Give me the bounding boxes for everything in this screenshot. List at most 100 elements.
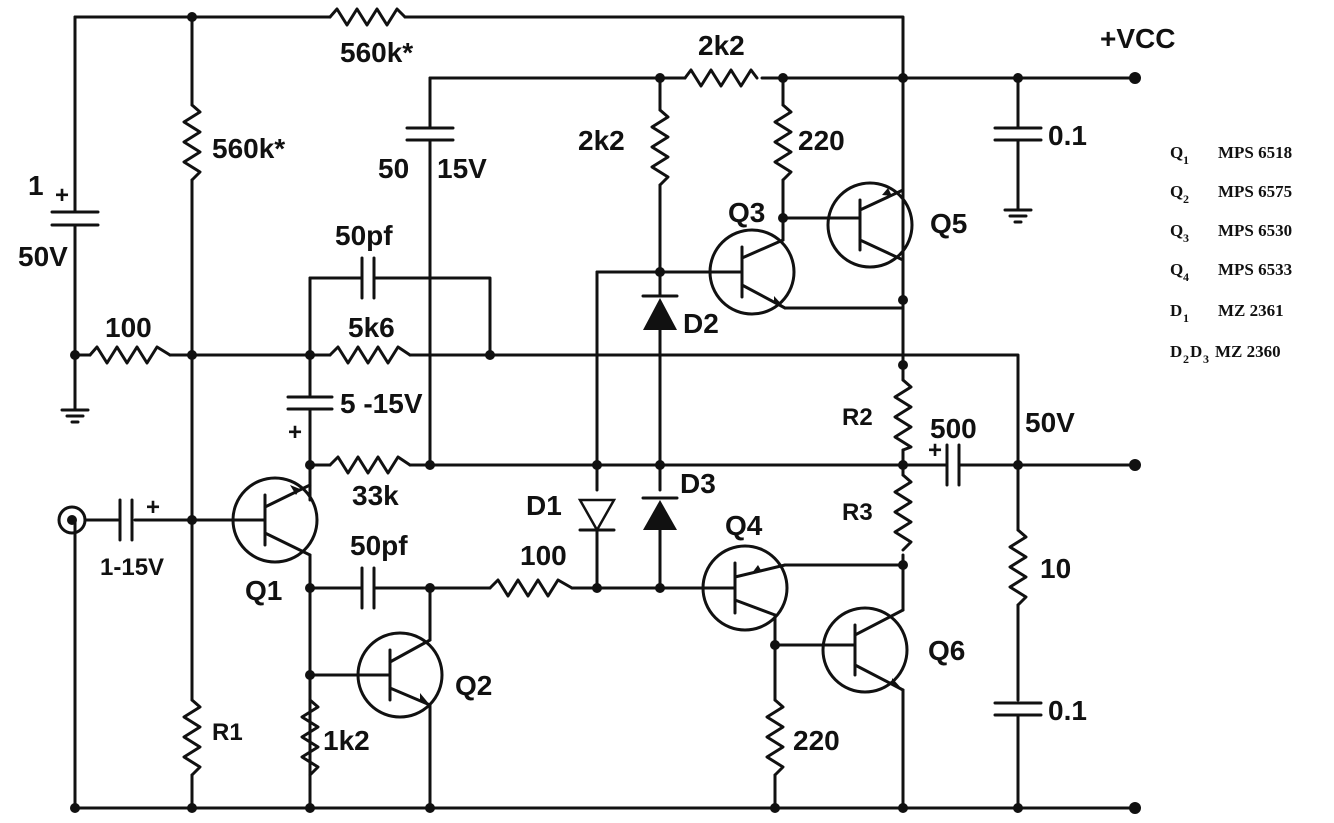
transistor-q1	[231, 476, 319, 564]
svg-text:Q: Q	[1170, 221, 1183, 240]
q2-label: Q2	[455, 670, 492, 701]
svg-text:2: 2	[1183, 352, 1189, 366]
q4-label: Q4	[725, 510, 763, 541]
r-100-mid-label: 100	[520, 540, 567, 571]
svg-text:+: +	[55, 182, 69, 209]
r-100-in-label: 100	[105, 312, 152, 343]
q1-label: Q1	[245, 575, 282, 606]
svg-text:Q: Q	[1170, 260, 1183, 279]
resistor-33k	[328, 455, 412, 475]
svg-text:+: +	[288, 419, 302, 446]
capacitor-50-15v	[405, 126, 455, 142]
transistor-q2	[356, 631, 444, 719]
resistor-560k-top	[328, 7, 407, 27]
svg-text:MZ 2361: MZ 2361	[1218, 301, 1284, 320]
c-5-15v-label: 5 -15V	[340, 388, 423, 419]
diode-d2	[641, 294, 679, 330]
c-bypass-top-label: 0.1	[1048, 120, 1087, 151]
svg-text:D: D	[1170, 301, 1182, 320]
r-2k2-top-label: 2k2	[698, 30, 745, 61]
input-jack-icon	[57, 505, 87, 535]
capacitor-50pf-top	[348, 256, 387, 300]
legend-row-d1: D 1 MZ 2361	[1170, 301, 1284, 325]
d2-label: D2	[683, 308, 719, 339]
svg-text:1: 1	[1183, 153, 1189, 167]
r-r3-label: R3	[842, 499, 873, 526]
r-560k-top-label: 560k*	[340, 37, 413, 68]
c-input-label: 1-15V	[100, 554, 164, 581]
svg-text:MPS 6530: MPS 6530	[1218, 221, 1292, 240]
resistor-2k2-top	[683, 68, 759, 88]
resistor-5k6	[328, 345, 412, 365]
svg-text:MPS 6575: MPS 6575	[1218, 182, 1292, 201]
svg-text:+: +	[146, 494, 160, 521]
svg-text:MZ 2360: MZ 2360	[1215, 342, 1281, 361]
resistor-r3	[893, 473, 913, 552]
svg-text:3: 3	[1183, 231, 1189, 245]
legend-row-q1: Q 1 MPS 6518	[1170, 143, 1292, 167]
capacitor-input	[118, 498, 134, 542]
parts-legend: Q 1 MPS 6518 Q 2 MPS 6575 Q 3 MPS 6530 Q…	[1170, 143, 1292, 366]
r-33k-label: 33k	[352, 480, 399, 511]
capacitor-5-15v	[286, 395, 334, 411]
svg-text:MPS 6518: MPS 6518	[1218, 143, 1292, 162]
resistor-10	[1008, 528, 1028, 607]
r-10-label: 10	[1040, 553, 1071, 584]
svg-text:D: D	[1190, 342, 1202, 361]
c-50-label: 50	[378, 153, 409, 184]
svg-text:Q: Q	[1170, 182, 1183, 201]
resistor-r1	[182, 698, 202, 777]
d3-label: D3	[680, 468, 716, 499]
r-r1-label: R1	[212, 719, 243, 746]
resistor-560k-bias	[182, 103, 202, 182]
capacitors: + + + +	[50, 126, 1043, 717]
r-5k6-label: 5k6	[348, 312, 395, 343]
c-50-voltage-label: 15V	[437, 153, 487, 184]
capacitor-bypass-bot	[993, 701, 1043, 717]
c-500-label: 500	[930, 413, 977, 444]
svg-text:D: D	[1170, 342, 1182, 361]
r-1k2-label: 1k2	[323, 725, 370, 756]
r-220-bot-label: 220	[793, 725, 840, 756]
vcc-label: +VCC	[1100, 23, 1175, 54]
resistor-220-bot	[765, 698, 785, 777]
legend-row-q4: Q 4 MPS 6533	[1170, 260, 1292, 284]
ground-left	[60, 408, 90, 424]
svg-text:2: 2	[1183, 192, 1189, 206]
c-1-voltage-label: 50V	[18, 241, 68, 272]
c-1-label: 1	[28, 170, 44, 201]
r-2k2-left-label: 2k2	[578, 125, 625, 156]
junction-dots	[70, 12, 1141, 814]
ground-right	[1003, 208, 1033, 224]
q5-label: Q5	[930, 208, 967, 239]
diode-d3	[641, 496, 679, 530]
c-50pf-bot-label: 50pf	[350, 530, 408, 561]
resistor-1k2	[300, 698, 320, 777]
c-bypass-bot-label: 0.1	[1048, 695, 1087, 726]
resistors	[88, 7, 1028, 777]
svg-text:3: 3	[1203, 352, 1209, 366]
resistor-2k2-left	[650, 108, 670, 187]
legend-row-q2: Q 2 MPS 6575	[1170, 182, 1292, 206]
r-560k-bias-label: 560k*	[212, 133, 285, 164]
d1-label: D1	[526, 490, 562, 521]
legend-row-q3: Q 3 MPS 6530	[1170, 221, 1292, 245]
diode-d1	[577, 498, 617, 533]
svg-text:Q: Q	[1170, 143, 1183, 162]
r-220-top-label: 220	[798, 125, 845, 156]
component-labels: +VCC 560k* 560k* 1 50V 50 15V 2k2 2k2 22…	[18, 23, 1175, 756]
output-voltage-label: 50V	[1025, 407, 1075, 438]
legend-row-d2d3: D 2 D 3 MZ 2360	[1170, 342, 1281, 366]
svg-text:4: 4	[1183, 270, 1189, 284]
ground-symbols	[60, 208, 1033, 424]
capacitor-bypass-top	[993, 126, 1043, 142]
r-r2-label: R2	[842, 404, 873, 431]
capacitor-1-50v	[50, 183, 100, 240]
capacitor-500	[938, 443, 967, 487]
transistor-q3	[708, 228, 796, 316]
svg-text:1: 1	[1183, 311, 1189, 325]
svg-text:MPS 6533: MPS 6533	[1218, 260, 1292, 279]
resistor-r2	[893, 378, 913, 452]
transistor-q4	[698, 544, 789, 632]
resistor-220-top	[773, 103, 793, 182]
